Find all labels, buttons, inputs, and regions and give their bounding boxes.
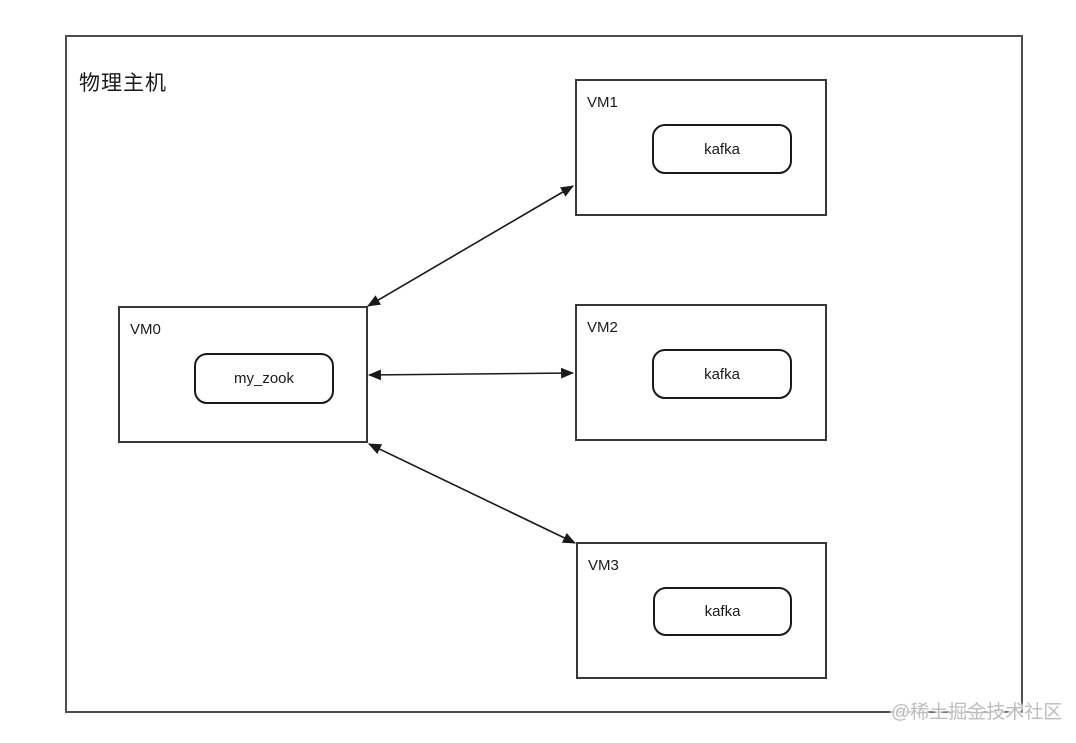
my-zook-node: my_zook (194, 353, 334, 404)
physical-host-label: 物理主机 (79, 72, 167, 95)
vm2-box: VM2 kafka (575, 304, 827, 441)
vm0-box: VM0 my_zook (118, 306, 368, 443)
vm3-box: VM3 kafka (576, 542, 827, 679)
my-zook-label: my_zook (233, 370, 295, 387)
kafka-node-vm1: kafka (652, 124, 792, 174)
kafka-node-vm2: kafka (652, 349, 792, 399)
vm2-label: VM2 (587, 319, 618, 336)
kafka-label-vm3: kafka (704, 603, 741, 620)
vm1-label: VM1 (587, 94, 618, 111)
vm0-label: VM0 (130, 321, 161, 338)
vm1-box: VM1 kafka (575, 79, 827, 216)
vm3-label: VM3 (588, 557, 619, 574)
kafka-label-vm1: kafka (704, 140, 740, 158)
kafka-label-vm2: kafka (704, 365, 740, 383)
watermark: @稀土掘金技术社区 (891, 702, 1063, 723)
kafka-node-vm3: kafka (653, 587, 792, 636)
